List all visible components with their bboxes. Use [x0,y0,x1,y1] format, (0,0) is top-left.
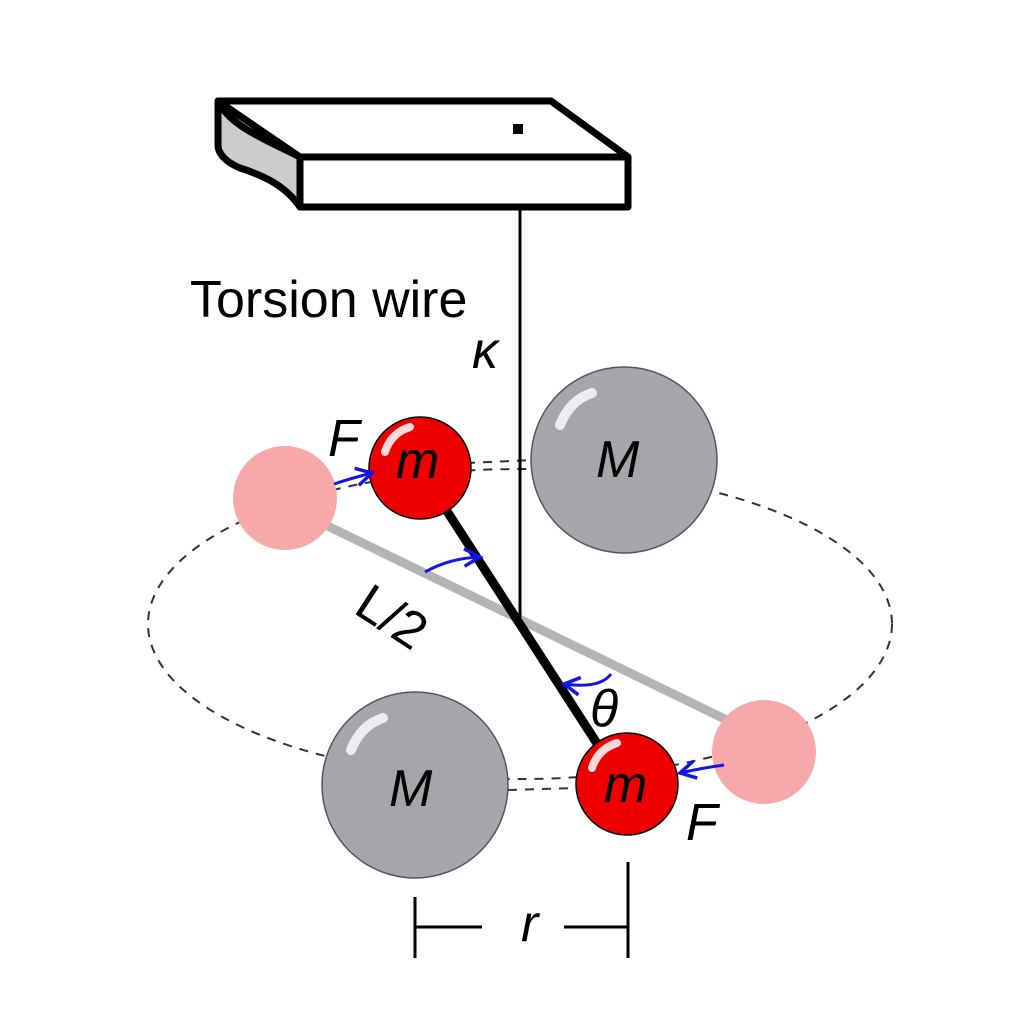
distance-bracket [413,862,630,958]
angle-label: θ [590,680,618,738]
equilibrium-mass-right [712,700,816,804]
large-mass-upper-label: M [596,431,640,489]
force-upper-label: F [328,410,363,468]
mount-cut-end [214,97,304,211]
balance-rod [428,485,602,748]
large-mass-upper [530,366,718,554]
wire-attachment-point [513,124,523,134]
lower-separation-line [507,787,579,791]
small-mass-upper-label: m [396,432,439,490]
torsion-constant-label: κ [472,322,501,380]
small-mass-lower-label: m [604,756,647,814]
angle-arrow [564,673,613,685]
force-lower-label: F [686,794,721,852]
mount-front-face [296,153,632,211]
upper-separation-line [465,459,536,464]
ceiling-mount [214,97,632,211]
force-arrow-upper [333,473,372,484]
large-mass-lower [321,691,509,879]
large-mass-lower-label: M [389,760,433,818]
small-mass-lower [575,732,679,836]
equilibrium-mass-left [233,446,337,550]
distance-label: r [521,895,541,953]
torsion-wire-label: Torsion wire [190,271,467,329]
half-length-label: L/2 [345,573,437,661]
small-mass-upper [368,416,472,520]
force-arrow-lower [680,765,725,773]
length-arrow [424,557,480,574]
